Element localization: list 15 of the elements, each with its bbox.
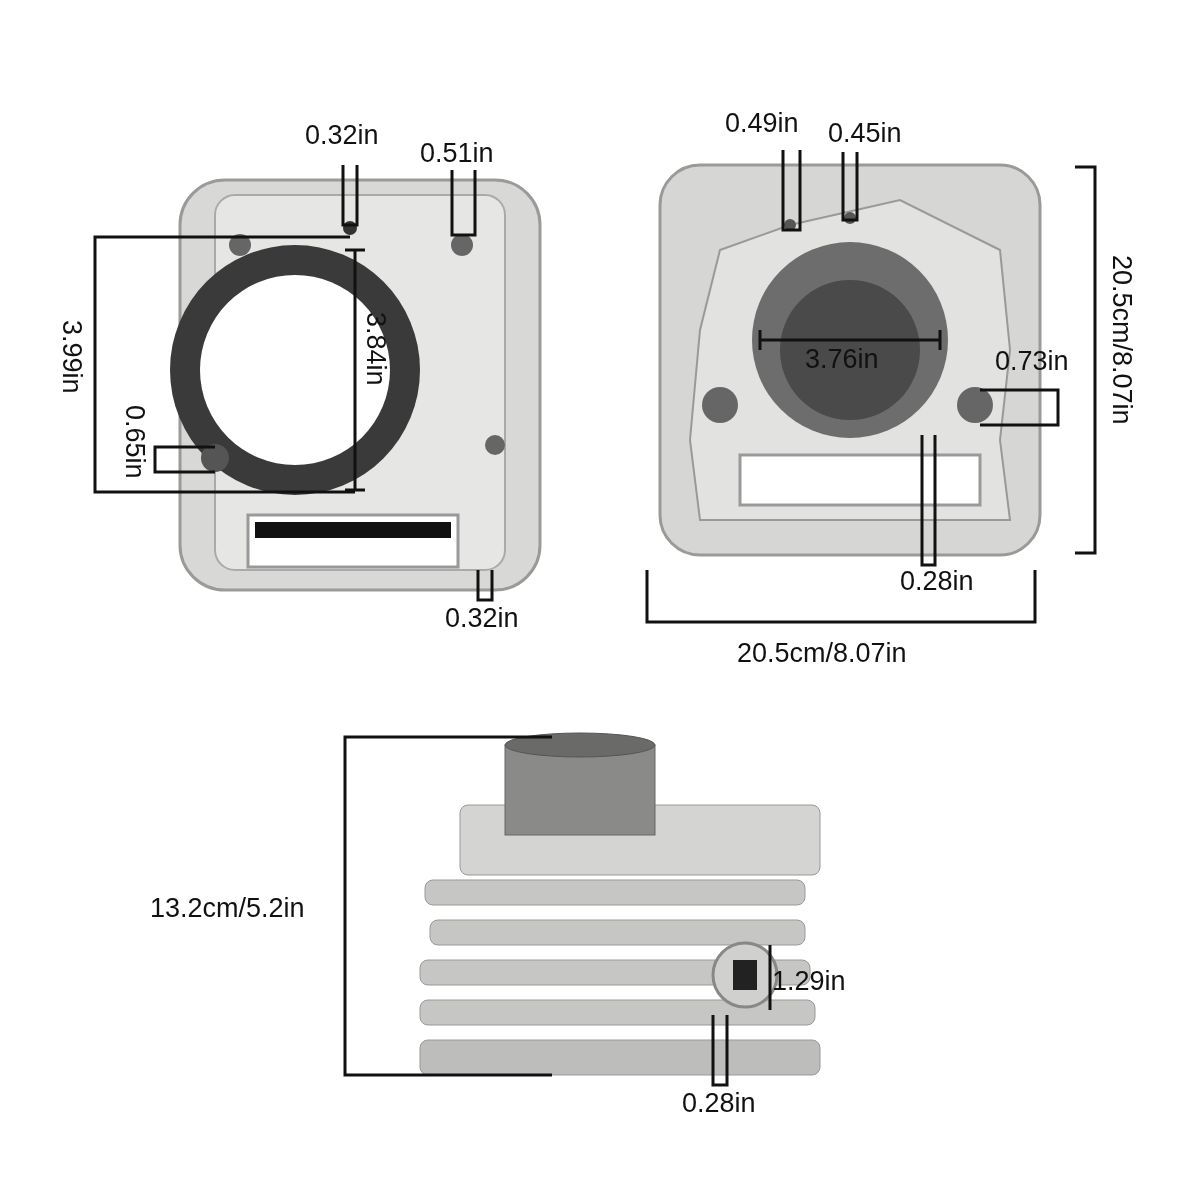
dimension-label: 0.32in bbox=[305, 122, 379, 149]
dimension-label: 0.51in bbox=[420, 140, 494, 167]
dimension-label: 20.5cm/8.07in bbox=[737, 640, 907, 667]
dimension-label: 13.2cm/5.2in bbox=[150, 895, 305, 922]
dimension-label: 3.99in bbox=[58, 320, 85, 394]
dimension-label: 0.28in bbox=[682, 1090, 756, 1117]
dimension-label: 3.76in bbox=[805, 346, 879, 373]
dimension-label: 0.45in bbox=[828, 120, 902, 147]
dimension-label: 20.5cm/8.07in bbox=[1108, 255, 1135, 425]
dimension-label: 0.32in bbox=[445, 605, 519, 632]
dimension-label: 1.29in bbox=[772, 968, 846, 995]
dimension-label: 0.73in bbox=[995, 348, 1069, 375]
dimension-label: 0.49in bbox=[725, 110, 799, 137]
dimension-label: 0.65in bbox=[121, 405, 148, 479]
dimension-label: 0.28in bbox=[900, 568, 974, 595]
